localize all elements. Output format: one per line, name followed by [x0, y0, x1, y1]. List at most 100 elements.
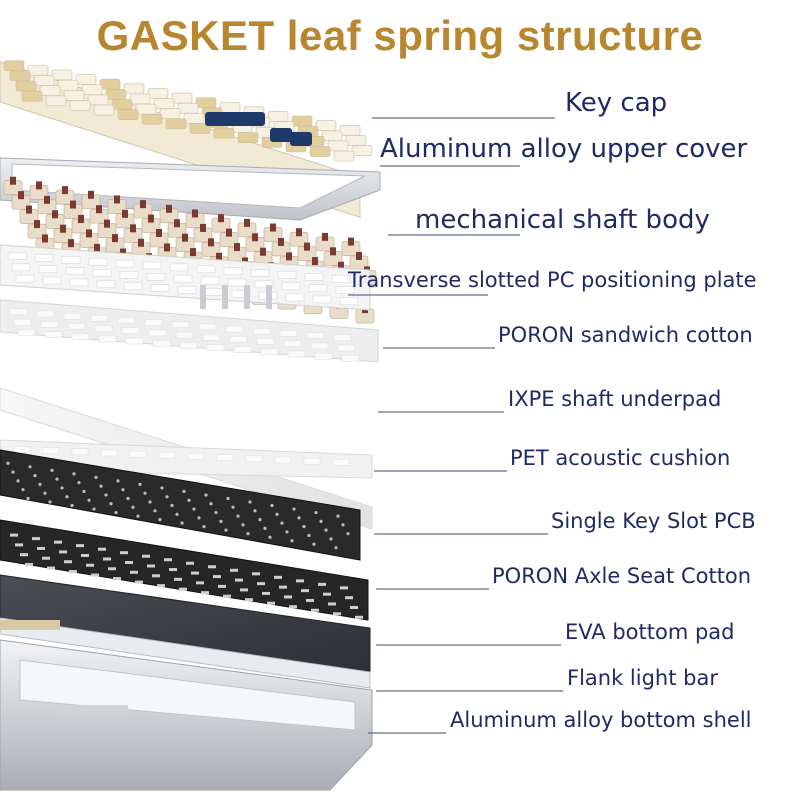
switch-stem [200, 223, 206, 232]
poron-cutout [306, 332, 325, 339]
axle-slot [328, 602, 336, 606]
pcb-hole [253, 509, 257, 513]
axle-slot [213, 575, 221, 579]
pcb-hole [324, 528, 328, 532]
plate-slot [169, 263, 189, 272]
keycap [3, 60, 25, 72]
plate-slot [115, 259, 135, 268]
poron-cutout [233, 346, 252, 353]
pcb-hole [180, 521, 184, 525]
plate-slot [38, 265, 58, 274]
keycap [93, 104, 115, 116]
axle-slot [323, 592, 331, 596]
poron-cutout [283, 340, 302, 347]
pcb-hole [329, 537, 333, 541]
axle-slot [245, 598, 253, 602]
poron-cutout [144, 319, 163, 326]
poron-cutout [152, 339, 171, 347]
keycap [75, 74, 97, 85]
plate-slot [200, 276, 220, 285]
axle-slot [257, 582, 265, 586]
pcb-hole [197, 516, 201, 520]
axle-slot [86, 563, 94, 567]
axle-slot [318, 582, 326, 586]
navy-keycap [290, 132, 312, 146]
keycap [321, 130, 343, 142]
axle-slot [191, 571, 199, 575]
switch-stem [96, 205, 102, 214]
pcb-hole [214, 510, 218, 515]
keycap [237, 132, 259, 143]
poron-cutout [90, 315, 109, 322]
axle-slot [274, 575, 282, 579]
pcb-hole [65, 495, 69, 499]
switch-stem [122, 209, 128, 218]
axle-slot [201, 591, 209, 595]
plate-slot [7, 252, 27, 260]
pcb-hole [219, 519, 223, 523]
pcb-hole [268, 535, 272, 539]
axle-slot [196, 581, 204, 585]
poron-cutout [71, 333, 90, 341]
switch-stem [78, 214, 84, 223]
plate-slot [65, 267, 85, 275]
pcb-hole [302, 525, 306, 529]
poron-cutout [63, 312, 82, 320]
keycap [39, 85, 61, 96]
poron-cutout [117, 317, 136, 324]
poron-cutout [225, 325, 244, 333]
axle-slot [230, 568, 238, 572]
poron-cutout [229, 336, 248, 343]
switch-stem [278, 237, 284, 246]
switch-stem [348, 237, 354, 246]
axle-slot [20, 553, 28, 557]
layer-label: PORON sandwich cotton [498, 323, 753, 347]
keycap [63, 89, 85, 101]
axle-slot [81, 553, 89, 557]
layer-label: PORON Axle Seat Cotton [492, 564, 752, 588]
axle-slot [59, 550, 67, 554]
pcb-hole [270, 503, 274, 508]
poron-cutout [333, 334, 352, 341]
axle-slot [306, 598, 314, 602]
poron-cutout [337, 344, 356, 352]
switch-stem [148, 214, 154, 223]
pcb-hole [126, 496, 130, 501]
poron-cutout [98, 335, 117, 343]
switch-stem [114, 195, 120, 204]
pcb-hole [72, 472, 76, 476]
pcb-hole [314, 510, 318, 515]
pcb-hole [165, 495, 169, 499]
pcb-hole [109, 502, 113, 506]
poron-axle-sheet [0, 519, 369, 621]
pcb-hole [38, 482, 42, 486]
pcb-hole [204, 493, 208, 497]
plate-slot [142, 261, 162, 270]
keycap [351, 145, 373, 156]
bottom-shell-inner [19, 659, 356, 731]
keycap [111, 99, 133, 110]
axle-slot [32, 537, 40, 541]
axle-slot [113, 577, 121, 581]
pet-slot [71, 448, 89, 456]
poron-cutout [287, 350, 306, 358]
pcb-hole [121, 488, 125, 492]
axle-slot [218, 584, 226, 588]
axle-slot [333, 612, 341, 616]
pcb-hole [319, 519, 323, 523]
poron-cutout [40, 321, 59, 328]
plate-slot [150, 284, 170, 292]
switch-stem [304, 242, 310, 251]
layer-label: IXPE shaft underpad [508, 387, 722, 411]
switch-stem [338, 261, 344, 270]
switch-stem [138, 238, 144, 247]
pcb-layer [0, 449, 361, 561]
plate-slot [339, 297, 359, 306]
axle-slot [355, 615, 363, 619]
axle-slot [164, 558, 172, 562]
layer-label: Aluminum alloy upper cover [380, 134, 748, 164]
poron-cutout [279, 330, 298, 337]
axle-slot [54, 540, 62, 544]
switch-stem [42, 234, 48, 243]
keycap [141, 113, 163, 125]
